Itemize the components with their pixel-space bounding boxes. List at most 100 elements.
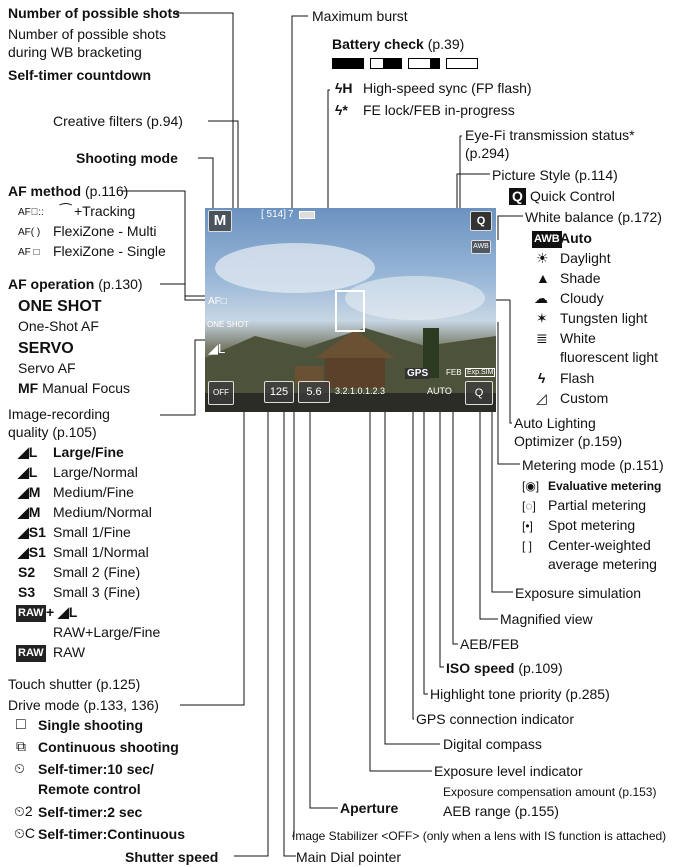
label-digital-compass: Digital compass: [443, 736, 542, 752]
label-q-medium-normal: Medium/Normal: [53, 504, 152, 520]
wb-daylight-icon: ☀: [536, 250, 549, 266]
label-wb-white-2: fluorescent light: [560, 349, 659, 365]
leader-line-19: [491, 370, 513, 593]
af-frame: [335, 290, 365, 332]
leader-line-5: [160, 283, 208, 301]
lcd-af-operation: ONE SHOT: [207, 320, 249, 329]
af-multi-icon: AF( ): [18, 227, 41, 238]
label-picture-style: Picture Style (p.114): [492, 167, 618, 183]
lcd-gps: GPS: [405, 368, 431, 379]
label-af-tracking: +Tracking: [74, 203, 136, 219]
label-one-shot-big: ONE SHOT: [18, 298, 102, 315]
label-self-timer-countdown: Self-timer countdown: [8, 67, 152, 83]
label-st10-2: Remote control: [38, 781, 141, 797]
label-aperture: Aperture: [340, 800, 399, 816]
drive-single-icon: □: [16, 716, 26, 733]
af-operation-title: AF operation: [8, 276, 95, 292]
label-highlight-tone: Highlight tone priority (p.285): [430, 686, 610, 702]
self-timer-c-icon: ⏲C: [14, 825, 36, 841]
label-st10-1: Self-timer:10 sec/: [38, 761, 154, 777]
label-img-rec-2: quality (p.105): [8, 424, 97, 440]
label-q-medium-fine: Medium/Fine: [53, 484, 134, 500]
label-eyefi-1: Eye-Fi transmission status*: [465, 127, 635, 143]
af-single-icon: AF □: [18, 247, 40, 258]
metering-center-icon: [ ]: [522, 539, 533, 553]
label-fe-lock: FE lock/FEB in-progress: [363, 102, 515, 118]
quality-s2-icon: S2: [18, 564, 36, 580]
label-manual-focus: MF Manual Focus: [18, 380, 130, 397]
label-stc: Self-timer:Continuous: [38, 826, 185, 842]
leader-line-8: [234, 387, 269, 857]
label-continuous-shooting: Continuous shooting: [38, 739, 179, 755]
leader-line-16: [439, 380, 444, 668]
leader-line-17: [452, 370, 458, 645]
label-q-small2: Small 2 (Fine): [53, 564, 141, 580]
label-wb-shade: Shade: [560, 270, 601, 286]
battery-low-icon: [408, 58, 440, 69]
label-af-operation: AF operation (p.130): [8, 276, 143, 293]
label-aeb-range: AEB range (p.155): [443, 803, 559, 819]
af-method-page: (p.116): [81, 183, 129, 199]
metering-evaluative-icon: [◉]: [522, 479, 540, 493]
label-max-burst: Maximum burst: [312, 8, 408, 24]
label-alo-1: Auto Lighting: [514, 415, 596, 431]
leader-line-4: [122, 190, 214, 297]
wb-shade-icon: ▲: [536, 270, 550, 286]
label-q-large-normal: Large/Normal: [53, 464, 138, 480]
leader-line-14: [412, 370, 414, 720]
lcd-quality: ◢L: [208, 341, 226, 356]
lcd-quick-button[interactable]: Q: [470, 211, 492, 231]
af-face-icon: ⁀: [60, 203, 72, 219]
iso-title: ISO speed: [446, 660, 515, 676]
lcd-mode-box[interactable]: M: [208, 210, 232, 232]
lcd-magnify-button[interactable]: Q: [465, 381, 493, 405]
lcd-af-method: AF□: [208, 296, 227, 307]
wb-auto-icon: AWB: [532, 231, 562, 248]
lcd-shutter[interactable]: 125: [264, 381, 294, 403]
label-eyefi-2: (p.294): [465, 145, 510, 161]
wb-cloudy-icon: ☁: [534, 290, 548, 306]
label-m-partial: Partial metering: [548, 497, 647, 513]
label-q-small1-fine: Small 1/Fine: [53, 524, 131, 540]
battery-empty-icon: [446, 58, 478, 69]
label-quick-control: Quick Control: [530, 188, 615, 204]
drive-continuous-icon: ⧉: [16, 738, 26, 754]
label-num-shots: Number of possible shots: [8, 5, 180, 21]
fe-lock-icon: ϟ*: [335, 102, 348, 118]
label-m-center-1: Center-weighted: [548, 537, 651, 553]
leader-line-13: [384, 370, 440, 745]
lcd-burst: 7: [288, 209, 294, 220]
label-num-shots-wb-1: Number of possible shots: [8, 26, 166, 42]
wb-fluorescent-icon: ≣: [536, 330, 548, 346]
quality-large-normal-icon: ◢L: [18, 464, 38, 480]
label-iso-speed: ISO speed (p.109): [446, 660, 563, 677]
label-wb-custom: Custom: [560, 390, 609, 406]
lcd-wb: AWB: [471, 240, 491, 254]
lcd-scene: [205, 243, 496, 412]
battery-full-icon: [332, 58, 364, 69]
label-aeb-feb: AEB/FEB: [460, 636, 520, 652]
leader-line-0: [176, 12, 234, 210]
lcd-touch-shutter[interactable]: OFF: [208, 381, 234, 405]
label-img-rec-1: Image-recording: [8, 406, 110, 422]
label-shooting-mode: Shooting mode: [76, 150, 178, 166]
label-touch-shutter: Touch shutter (p.125): [8, 676, 141, 692]
label-exposure-sim: Exposure simulation: [515, 585, 642, 601]
mf-abbrev: MF: [18, 380, 39, 396]
flash-hs-icon: ϟH: [335, 80, 353, 96]
lcd-aperture[interactable]: 5.6: [298, 381, 330, 403]
lcd-battery-icon: [299, 211, 315, 219]
quality-medium-normal-icon: ◢M: [18, 504, 41, 520]
leader-line-18: [479, 387, 498, 620]
self-timer-2-icon: ⏲2: [14, 803, 33, 819]
af-operation-page: (p.130): [94, 276, 143, 292]
lcd-feb: FEB: [446, 368, 462, 377]
label-m-evaluative: Evaluative metering: [548, 479, 662, 493]
label-metering-mode: Metering mode (p.151): [522, 457, 664, 473]
label-m-center-2: average metering: [548, 556, 657, 572]
quality-small1-fine-icon: ◢S1: [18, 524, 46, 540]
raw-icon: RAW: [16, 605, 46, 622]
label-one-shot-af: One-Shot AF: [18, 318, 99, 334]
label-num-shots-wb-2: during WB bracketing: [8, 44, 142, 60]
